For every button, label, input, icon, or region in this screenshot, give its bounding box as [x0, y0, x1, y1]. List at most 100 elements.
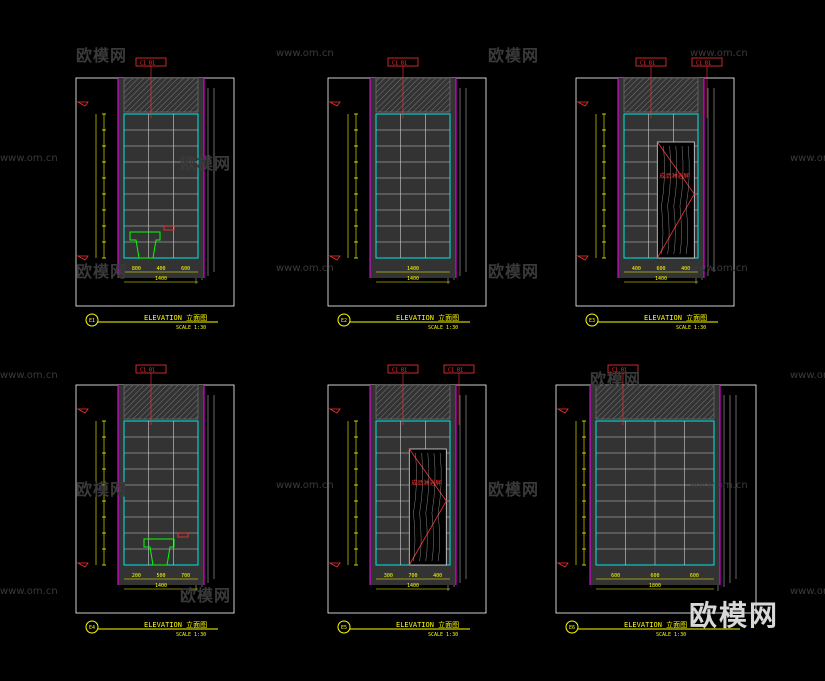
shower-screen [408, 448, 447, 566]
glass-texture [661, 145, 665, 255]
watermark-url: www.om.cn [0, 586, 58, 597]
dim-total: 1400 [655, 276, 667, 282]
watermark-url: www.om.cn [276, 480, 334, 491]
watermark-text: 欧模网 [488, 262, 540, 281]
material-tag-label: C1 B1 [392, 368, 407, 374]
ceiling-hatch [123, 77, 199, 113]
watermark-url: www.om.cn [690, 263, 748, 274]
shower-screen [656, 141, 695, 259]
dim-value: 600 [181, 266, 190, 272]
watermark-url: www.om.cn [276, 263, 334, 274]
dim-total: 1400 [407, 583, 419, 589]
material-tag-label: C1 B1 [392, 61, 407, 67]
shower-screen-note: 成品淋浴屏 [659, 172, 689, 180]
watermark-url: www.om.cn [276, 48, 334, 59]
glass-texture [425, 452, 430, 562]
dim-value: 600 [656, 266, 665, 272]
glass-texture [673, 145, 678, 255]
scale-label: SCALE 1:30 [176, 325, 206, 331]
watermark-text: 欧模网 [180, 586, 232, 605]
dim-value: 200 [132, 573, 141, 579]
elevation-bubble [85, 620, 99, 634]
scale-label: SCALE 1:30 [656, 632, 686, 638]
watermark-text: 欧模网 [488, 46, 540, 65]
glass-texture [419, 452, 423, 562]
watermark-url: www.om.cn [790, 586, 825, 597]
dim-value: 700 [181, 573, 190, 579]
dim-total: 1400 [155, 276, 167, 282]
dim-total: 1400 [155, 583, 167, 589]
ceiling-hatch [375, 77, 451, 113]
elevation-bubble [337, 313, 351, 327]
level-marker [328, 101, 341, 261]
dim-value: 600 [690, 573, 699, 579]
elevation-bubble [337, 620, 351, 634]
level-marker [328, 408, 341, 568]
watermark-url: www.om.cn [0, 153, 58, 164]
glass-texture [413, 452, 417, 562]
ceiling-hatch [375, 384, 451, 420]
elevation-title: ELEVATION 立面图 [396, 313, 459, 322]
glass-texture [431, 452, 436, 562]
toilet-fixture [143, 538, 175, 566]
dim-value: 300 [384, 573, 393, 579]
material-tag-label: C1 B1 [140, 61, 155, 67]
scale-label: SCALE 1:30 [676, 325, 706, 331]
glass-texture [685, 145, 690, 255]
glass-texture [437, 452, 442, 562]
elevation-id: E6 [569, 625, 575, 631]
watermark-url: www.om.cn [690, 48, 748, 59]
swing-line [656, 141, 695, 259]
ceiling-hatch [623, 77, 699, 113]
elevation-bubble [85, 313, 99, 327]
dim-value: 500 [156, 573, 165, 579]
dim-value: 700 [408, 573, 417, 579]
level-marker [576, 101, 589, 261]
dim-total: 1400 [407, 276, 419, 282]
dim-value: 400 [632, 266, 641, 272]
flush-button [177, 532, 189, 538]
dim-value: 800 [132, 266, 141, 272]
elevation-title: ELEVATION 立面图 [144, 620, 207, 629]
shower-screen-note: 成品淋浴屏 [411, 479, 441, 487]
glass-texture [679, 145, 684, 255]
material-tag-label: C1 B1 [140, 368, 155, 374]
material-tag-label: C1 B1 [448, 368, 463, 374]
dim-value: 400 [156, 266, 165, 272]
elevation-id: E4 [89, 625, 95, 631]
watermark-url: www.om.cn [690, 480, 748, 491]
watermark-text: 欧模网 [180, 154, 232, 173]
toilet-fixture [129, 231, 161, 259]
tile-grid [375, 113, 451, 259]
elevation-title: ELEVATION 立面图 [144, 313, 207, 322]
level-marker [76, 408, 89, 568]
material-tag-label: C1 B1 [696, 61, 711, 67]
dim-value: 400 [433, 573, 442, 579]
scale-label: SCALE 1:30 [428, 632, 458, 638]
tile-grid [123, 113, 199, 259]
watermark-text: 欧模网 [76, 262, 128, 281]
watermark-url: www.om.cn [790, 153, 825, 164]
scale-label: SCALE 1:30 [428, 325, 458, 331]
scale-label: SCALE 1:30 [176, 632, 206, 638]
material-tag-label: C1 B1 [612, 368, 627, 374]
elevation-title: ELEVATION 立面图 [644, 313, 707, 322]
dim-total: 1800 [649, 583, 661, 589]
material-tag-label: C1 B1 [640, 61, 655, 67]
dim-value: 400 [681, 266, 690, 272]
watermark-url: www.om.cn [0, 370, 58, 381]
swing-line [408, 448, 447, 566]
watermark-text: 欧模网 [488, 480, 540, 499]
elevation-id: E2 [341, 318, 347, 324]
elevation-bubble [585, 313, 599, 327]
level-marker [556, 408, 569, 568]
level-marker [76, 101, 89, 261]
watermark-url: www.om.cn [790, 370, 825, 381]
watermark-text: 欧模网 [76, 480, 128, 499]
